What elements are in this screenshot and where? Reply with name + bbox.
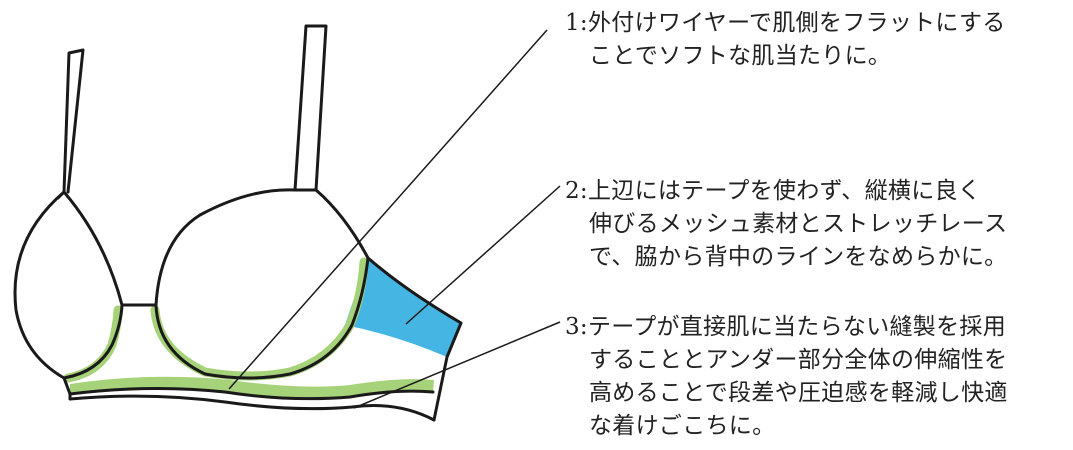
annotation-3: 3:テープが直接肌に当たらない縫製を採用 することとアンダー部分全体の伸縮性を …: [565, 311, 1008, 443]
annotation-2-number: 2:: [565, 178, 588, 204]
annotation-1: 1:外付けワイヤーで肌側をフラットにする ことでソフトな肌当たりに。: [565, 7, 1006, 73]
annotation-1-line-2: ことでソフトな肌当たりに。: [589, 43, 892, 69]
annotation-3-number: 3:: [565, 314, 588, 340]
annotation-2: 2:上辺にはテープを使わず、縦横に良く 伸びるメッシュ素材とストレッチレース で…: [565, 175, 1007, 274]
annotation-2-line-3: で、脇から背中のラインをなめらかに。: [589, 244, 1008, 270]
annotation-1-number: 1:: [565, 10, 588, 36]
annotation-2-line-1: 2:上辺にはテープを使わず、縦横に良く: [565, 178, 982, 204]
annotation-3-line-3: 高めることで段差や圧迫感を軽減し快適: [589, 380, 1008, 406]
annotation-3-line-2: することとアンダー部分全体の伸縮性を: [589, 347, 1008, 373]
annotation-3-line-1: 3:テープが直接肌に当たらない縫製を採用: [565, 314, 1007, 340]
annotation-2-line-2: 伸びるメッシュ素材とストレッチレース: [589, 211, 1008, 237]
underband-trim: [70, 376, 434, 399]
cup-trim-right: [150, 257, 369, 381]
mesh-panel: [345, 258, 461, 357]
annotation-1-line-1: 1:外付けワイヤーで肌側をフラットにする: [565, 10, 1006, 36]
bra-outline: [13, 24, 463, 422]
annotation-3-line-4: な着けごこちに。: [589, 413, 776, 439]
leader-line-2: [405, 185, 561, 325]
leader-line-3: [353, 321, 561, 409]
leader-line-1: [228, 29, 548, 390]
